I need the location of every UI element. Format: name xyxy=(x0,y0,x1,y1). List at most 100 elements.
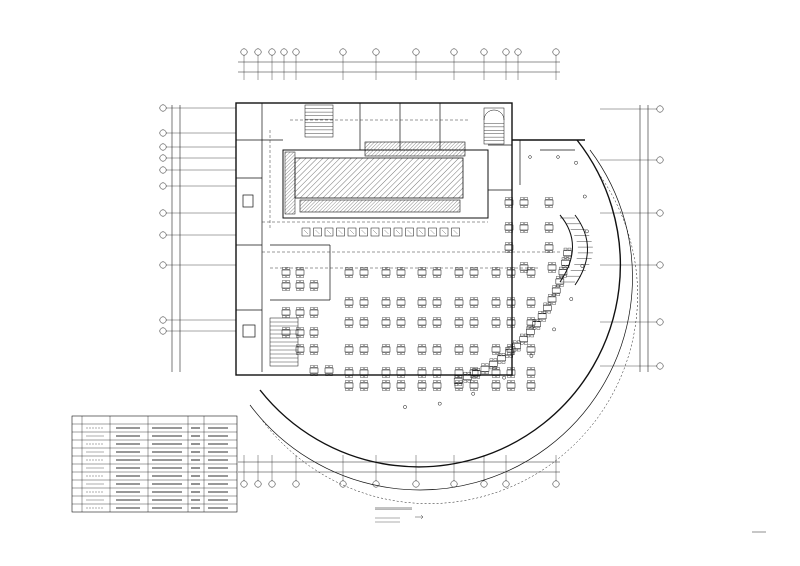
dining-table xyxy=(359,369,369,376)
dining-chair xyxy=(349,297,353,300)
dining-chair xyxy=(310,352,314,355)
grid-axis-bubble-bottom xyxy=(268,480,276,488)
dining-chair xyxy=(286,335,290,338)
dining-chair xyxy=(547,302,551,306)
dining-chair xyxy=(474,352,478,355)
dining-chair xyxy=(520,333,524,337)
dining-chair xyxy=(545,230,549,233)
dining-chair xyxy=(382,344,386,347)
dining-chair xyxy=(459,388,463,391)
dining-table xyxy=(526,329,535,335)
dining-table xyxy=(506,299,516,306)
dining-chair xyxy=(531,305,535,308)
dining-chair xyxy=(474,380,478,383)
facade-column xyxy=(528,155,532,159)
dining-chair xyxy=(527,325,531,328)
dining-chair xyxy=(401,275,405,278)
dining-chair xyxy=(360,325,364,328)
dining-chair xyxy=(548,294,552,297)
dining-table xyxy=(344,269,354,276)
dining-chair xyxy=(437,375,441,378)
dining-chair xyxy=(559,266,563,270)
dining-chair xyxy=(422,267,426,270)
dining-table xyxy=(454,319,464,326)
dining-chair xyxy=(345,344,349,347)
dining-chair xyxy=(386,352,390,355)
dining-chair xyxy=(437,275,441,278)
dining-table xyxy=(555,278,565,285)
dining-chair xyxy=(520,230,524,233)
facade-column xyxy=(569,297,574,301)
dining-chair xyxy=(401,325,405,328)
dining-table xyxy=(309,309,319,316)
dining-chair xyxy=(474,275,478,278)
grid-axis-bubble-top xyxy=(339,48,347,56)
dining-chair xyxy=(505,347,509,350)
dining-table xyxy=(472,370,481,377)
dining-table xyxy=(309,346,319,353)
bottom-dimension-line xyxy=(238,461,560,473)
grid-axis-bubble-right xyxy=(656,261,664,269)
dining-chair xyxy=(418,380,422,383)
dining-chair xyxy=(422,380,426,383)
dining-table xyxy=(532,321,541,328)
grid-axis-bubble-bottom xyxy=(450,480,458,488)
dining-chair xyxy=(507,317,511,320)
dining-table xyxy=(454,369,464,376)
dining-table xyxy=(281,269,291,276)
left-grid-axes xyxy=(159,104,236,335)
dining-table xyxy=(469,382,479,389)
dining-chair xyxy=(552,302,556,305)
dining-chair xyxy=(437,267,441,270)
counter-station xyxy=(439,227,449,237)
counter-station xyxy=(324,227,334,237)
dining-chair xyxy=(422,305,426,308)
dining-chair xyxy=(474,325,478,328)
dining-chair xyxy=(382,375,386,378)
dining-chair xyxy=(422,352,426,355)
dining-table xyxy=(396,319,406,326)
dining-chair xyxy=(548,262,552,265)
dining-chair xyxy=(325,365,329,368)
dining-chair xyxy=(386,317,390,320)
facade-column xyxy=(403,405,407,409)
dining-chair xyxy=(345,317,349,320)
dining-table xyxy=(505,349,514,356)
dining-table xyxy=(344,299,354,306)
dining-chair xyxy=(513,348,517,352)
dining-chair xyxy=(560,276,564,279)
grid-axis-bubble-right xyxy=(656,209,664,217)
dining-table xyxy=(281,329,291,336)
dining-table xyxy=(381,382,391,389)
dining-chair xyxy=(511,344,515,347)
dining-chair xyxy=(282,275,286,278)
dining-table xyxy=(281,309,291,316)
dining-chair xyxy=(545,197,549,200)
dining-table xyxy=(396,369,406,376)
dining-table xyxy=(344,369,354,376)
dining-chair xyxy=(314,344,318,347)
dining-chair xyxy=(463,371,468,375)
grid-axis-bubble-top xyxy=(514,48,522,56)
dining-chair xyxy=(433,325,437,328)
dining-table xyxy=(381,299,391,306)
dining-chair xyxy=(470,352,474,355)
dining-table xyxy=(491,369,501,376)
grid-axis-bubble-left xyxy=(159,209,167,217)
dining-chair xyxy=(296,327,300,330)
dining-chair xyxy=(496,275,500,278)
dining-chair xyxy=(422,367,426,370)
dining-chair xyxy=(437,317,441,320)
dining-chair xyxy=(382,267,386,270)
dining-chair xyxy=(433,380,437,383)
dining-chair xyxy=(437,367,441,370)
dining-chair xyxy=(386,305,390,308)
dining-table xyxy=(454,299,464,306)
dining-chair xyxy=(492,297,496,300)
grid-axis-bubble-top xyxy=(254,48,262,56)
dining-chair xyxy=(560,284,564,287)
dining-chair xyxy=(382,388,386,391)
dining-chair xyxy=(360,352,364,355)
dining-chair xyxy=(496,297,500,300)
